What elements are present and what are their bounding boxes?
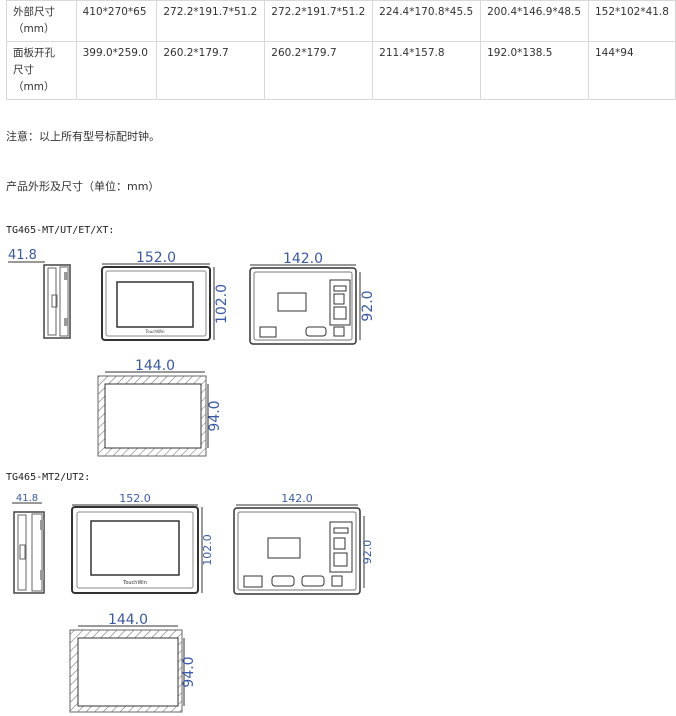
side-depth-label: 41.8 [16,493,38,504]
front-view: 152.0 TouchWin 102.0 [71,492,214,594]
cutout-height-label: 94.0 [181,656,197,687]
table-cell: 144*94 [587,41,676,100]
table-cell: 192.0*138.5 [480,41,589,100]
front-width-label: 152.0 [136,250,176,266]
label-line: （mm） [13,81,55,93]
table-row: 面板开孔 尺寸 （mm） 399.0*259.0 260.2*179.7 260… [6,41,676,100]
front-view: 152.0 TouchWin 102.0 [101,250,230,341]
table-cell: 211.4*157.8 [372,41,482,100]
back-height-label: 92.0 [361,540,374,565]
row-label-outer-size: 外部尺寸 （mm） [6,0,77,42]
table-cell: 224.4*170.8*45.5 [372,0,482,42]
drawing1-caption: TG465-MT/UT/ET/XT: [6,225,115,236]
cutout-view: 144.0 94.0 [97,358,223,457]
back-width-label: 142.0 [281,492,313,505]
table-cell: 200.4*146.9*48.5 [480,0,589,42]
table-cell: 272.2*191.7*51.2 [156,0,266,42]
brand-logo: TouchWin [145,329,165,334]
row-label-cutout-size: 面板开孔 尺寸 （mm） [6,41,77,100]
brand-logo: TouchWin [122,580,147,586]
table-cell: 260.2*179.7 [264,41,374,100]
table-cell: 152*102*41.8 [587,0,676,42]
back-view: 142.0 92.0 [249,251,376,345]
cutout-height-label: 94.0 [207,400,223,431]
side-depth-label: 41.8 [8,248,37,263]
back-height-label: 92.0 [360,290,376,321]
table-cell: 410*270*65 [75,0,158,42]
side-view: 41.8 [8,248,71,339]
drawing2-caption: TG465-MT2/UT2: [6,472,91,483]
front-height-label: 102.0 [214,284,230,324]
cutout-width-label: 144.0 [135,358,175,374]
back-view: 142.0 92.0 [233,492,374,595]
table-cell: 272.2*191.7*51.2 [264,0,374,42]
section-heading: 产品外形及尺寸（单位：mm） [6,180,160,193]
table-cell: 260.2*179.7 [156,41,266,100]
cutout-width-label: 144.0 [108,612,148,628]
label-line: 面板开孔 [13,47,55,59]
side-view: 41.8 [12,493,45,594]
drawing1-svg: 41.8 152.0 TouchWin 102.0 142.0 92.0 [8,248,376,457]
table-cell: 399.0*259.0 [75,41,158,100]
table-row: 外部尺寸 （mm） 410*270*65 272.2*191.7*51.2 27… [6,0,676,42]
label-line: （mm） [13,23,55,35]
drawing2-svg: 41.8 152.0 TouchWin 102.0 142.0 92.0 [12,492,374,713]
back-width-label: 142.0 [283,251,323,267]
label-line: 外部尺寸 [13,6,55,18]
clock-note: 注意：以上所有型号标配时钟。 [6,130,160,143]
front-height-label: 102.0 [201,534,214,566]
spec-table: 外部尺寸 （mm） 410*270*65 272.2*191.7*51.2 27… [6,0,676,100]
cutout-view: 144.0 94.0 [69,612,197,713]
front-width-label: 152.0 [119,492,151,505]
label-line: 尺寸 [13,64,34,76]
